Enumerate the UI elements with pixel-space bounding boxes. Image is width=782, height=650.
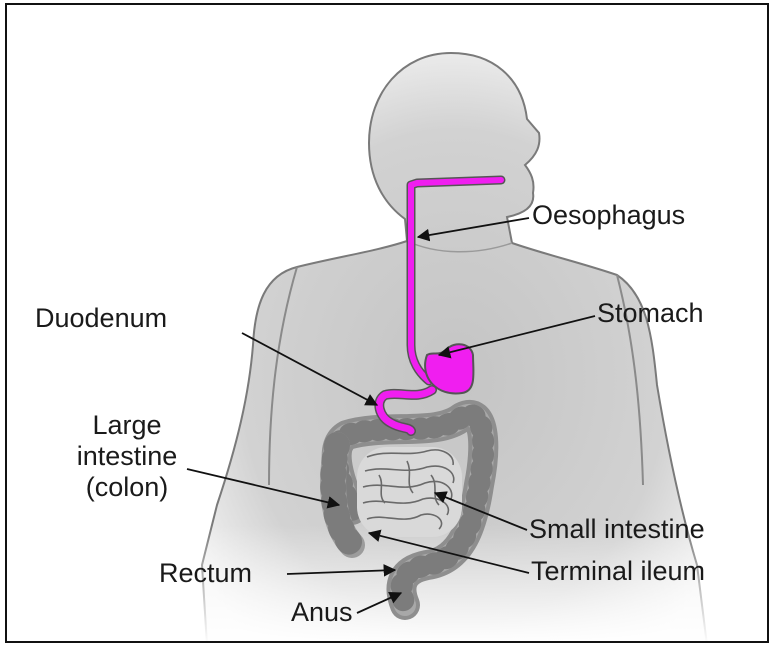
label-small-intestine: Small intestine <box>529 514 705 545</box>
label-large-intestine-line1: Large <box>57 410 197 441</box>
diagram-frame: Oesophagus Stomach Duodenum Large intest… <box>5 3 769 643</box>
label-large-intestine-line2: intestine <box>57 441 197 472</box>
label-oesophagus: Oesophagus <box>532 200 685 231</box>
small-intestine <box>357 447 462 537</box>
label-rectum: Rectum <box>159 558 252 589</box>
label-stomach: Stomach <box>597 298 704 329</box>
label-large-intestine-line3: (colon) <box>57 472 197 503</box>
label-anus: Anus <box>291 597 353 628</box>
label-duodenum: Duodenum <box>35 303 167 334</box>
label-large-intestine: Large intestine (colon) <box>57 410 197 503</box>
label-terminal-ileum: Terminal ileum <box>531 556 705 587</box>
